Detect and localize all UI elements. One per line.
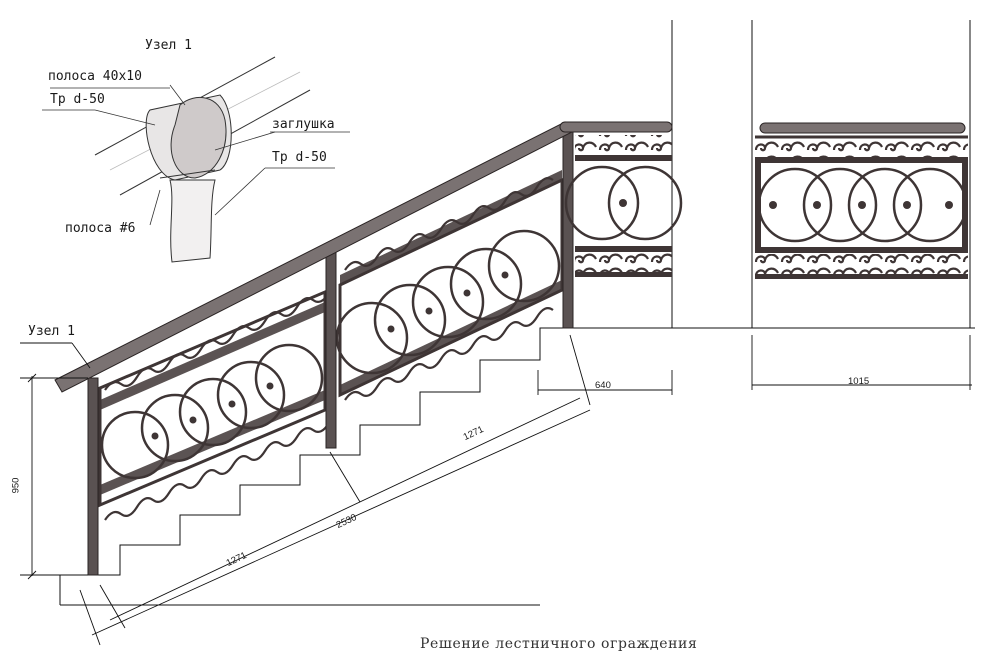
front-panel bbox=[755, 122, 968, 279]
pipe-label-1: Тр d-50 bbox=[50, 92, 105, 107]
dimension-lines bbox=[20, 334, 972, 646]
dim-landing: 640 bbox=[595, 380, 611, 391]
node-detail-title: Узел 1 bbox=[145, 38, 192, 53]
dim-height: 950 bbox=[10, 477, 22, 494]
cap-label: заглушка bbox=[272, 117, 335, 132]
node-callout-label: Узел 1 bbox=[28, 324, 75, 339]
strip-6-label: полоса #6 bbox=[65, 221, 136, 236]
dim-panel-width: 1015 bbox=[848, 376, 870, 387]
strip-40x10-label: полоса 40x10 bbox=[48, 69, 142, 84]
landing-panel bbox=[564, 135, 683, 277]
stair-railing bbox=[54, 121, 673, 576]
node-detail bbox=[42, 56, 350, 263]
drawing-caption: Решение лестничного ограждения bbox=[420, 636, 698, 652]
pipe-label-2: Тр d-50 bbox=[272, 150, 327, 165]
